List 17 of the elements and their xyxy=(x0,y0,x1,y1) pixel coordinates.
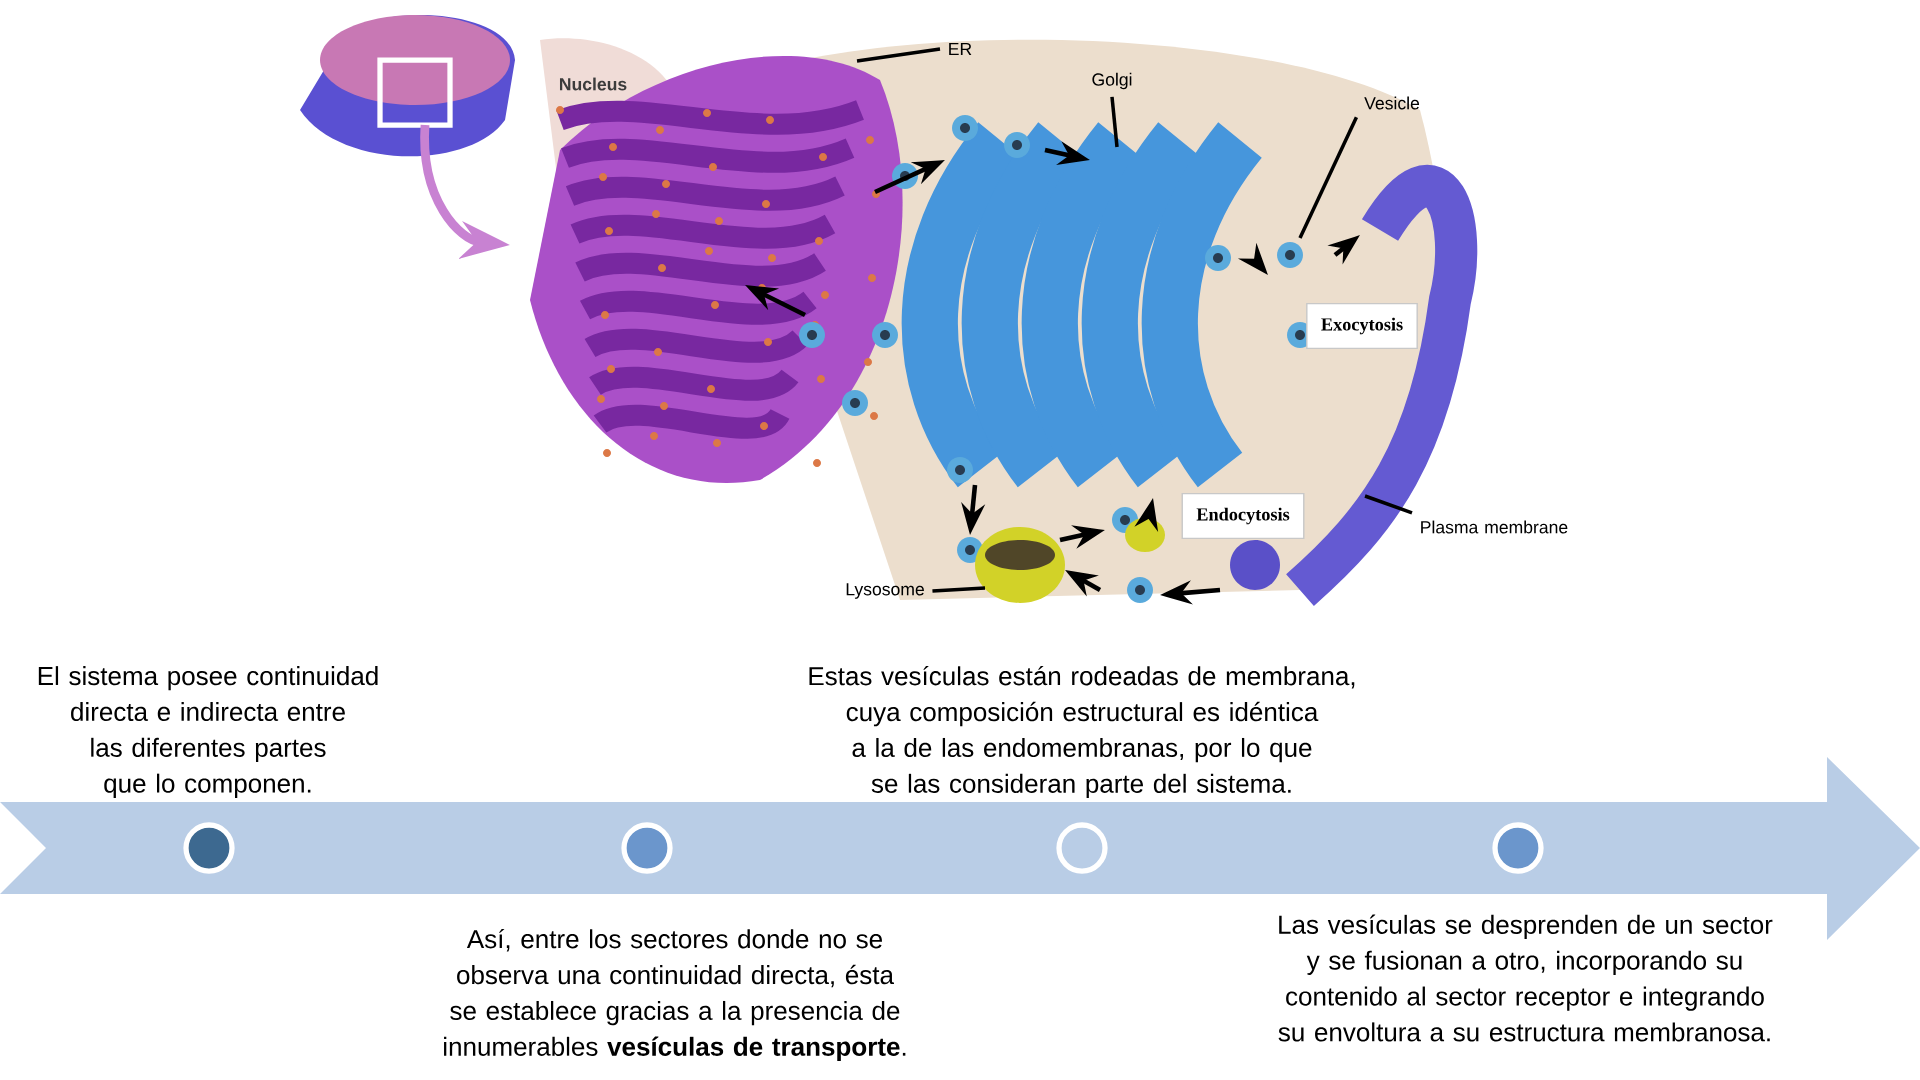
part-label: ER xyxy=(949,43,972,56)
leader-line xyxy=(1298,116,1359,239)
part-label: Nucleus xyxy=(555,74,631,94)
description-text: Así, entre los sectores donde no se observa una continuidad directa, ésta se establece gracias a la presencia de innumerables vesículas de transporte. xyxy=(444,928,906,1062)
process-label-box: Exocytosis xyxy=(1306,302,1418,350)
leader-line xyxy=(856,47,941,63)
leader-line xyxy=(1364,494,1413,515)
leader-line xyxy=(1110,96,1119,148)
description-text: El sistema posee continuidad directa e indirecta entre las diferentes partes que lo componen. xyxy=(38,666,378,798)
process-label-box: Endocytosis xyxy=(1181,492,1305,540)
part-label: Golgi xyxy=(1092,72,1132,90)
part-label: Vesicle xyxy=(1364,96,1420,110)
leader-line xyxy=(932,586,986,593)
description-text: Estas vesículas están rodeadas de membrana, cuya composición estructural es idéntica a la de las endomembranas, por lo que se las consideran parte del sistema. xyxy=(809,665,1355,799)
part-label: Lysosome xyxy=(846,583,924,599)
part-label: Plasma membrane xyxy=(1421,520,1568,534)
description-text: Las vesículas se desprenden de un sector y se fusionan a otro, incorporando su contenido al sector receptor e integrando su envoltura a su estructura membranosa. xyxy=(1278,914,1773,1042)
